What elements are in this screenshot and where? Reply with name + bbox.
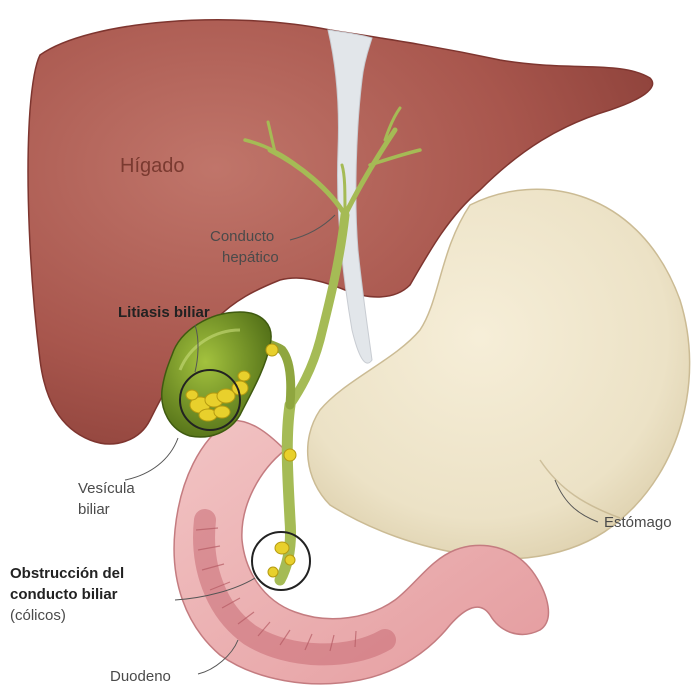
liver-label: Hígado [120,156,185,177]
gallbladder-label: Vesícula biliar [78,478,135,520]
hepatic-duct-label-line2: hepático [210,247,279,268]
obstruction-note: (cólicos) [10,605,124,626]
obstruction-label-line2: conducto biliar [10,584,124,605]
duodenum-label: Duodeno [110,666,171,687]
obstruction-label: Obstrucción del conducto biliar (cólicos… [10,563,124,626]
stomach-label: Estómago [604,512,672,533]
hepatic-duct-label: Conducto hepático [210,226,279,268]
gallbladder-label-line2: biliar [78,499,135,520]
gallbladder-label-line1: Vesícula [78,478,135,499]
obstruction-label-line1: Obstrucción del [10,563,124,584]
gallstones-label: Litiasis biliar [118,302,210,323]
hepatic-duct-label-line1: Conducto [210,226,279,247]
